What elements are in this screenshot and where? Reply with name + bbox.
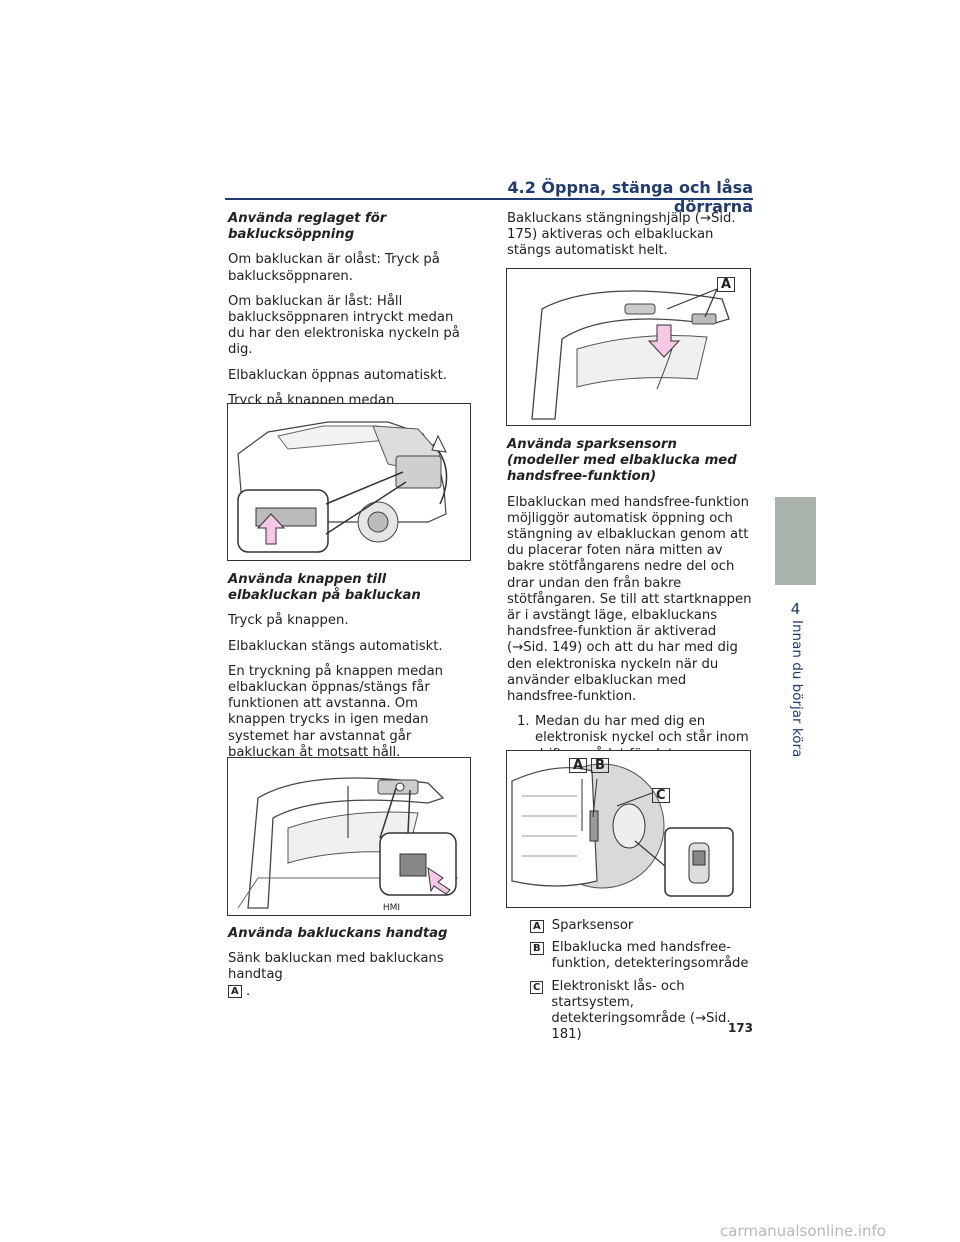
paragraph: Elbakluckan stängs automatiskt. — [228, 638, 443, 654]
legend-item: B Elbaklucka med handsfree-funktion, det… — [530, 940, 753, 972]
figure-label-b: B — [591, 758, 609, 773]
heading-tailgate-switch: Använda reglaget för baklucksöppning — [228, 211, 387, 243]
figure-label-a: A — [717, 277, 736, 292]
header-rule — [225, 198, 753, 200]
chapter-label: Innan du börjar köra — [789, 620, 805, 758]
legend-key: C — [530, 980, 544, 994]
label-badge-a: A — [228, 984, 242, 998]
watermark: carmanualsonline.info — [720, 1222, 886, 1240]
legend-text: Sparksensor — [551, 918, 634, 933]
figure-car-tailgate-opener — [227, 403, 471, 561]
tailgate-handle-illustration — [531, 288, 730, 420]
figure-code: HMI — [382, 903, 400, 913]
figure-label-a: A — [569, 758, 588, 773]
legend-text: Elektroniskt lås- och startsystem, detek… — [551, 978, 731, 1043]
right-column-top: Bakluckans stängningshjälp (→Sid. 175) a… — [507, 211, 753, 269]
list-number: 1. — [517, 714, 530, 730]
left-column-bottom: Använda bakluckans handtag Sänk baklucka… — [228, 926, 470, 1009]
legend-text: Elbaklucka med handsfree-funktion, detek… — [551, 940, 749, 972]
paragraph: Elbakluckan öppnas automatiskt. — [228, 367, 448, 383]
heading-kick-sensor: Använda sparksensorn (modeller med elbak… — [507, 437, 737, 485]
paragraph-text: Sänk bakluckan med bakluckans handtag — [228, 951, 444, 983]
kick-sensor-illustration — [511, 763, 734, 897]
figure-tailgate-button: HMI — [227, 757, 471, 916]
section-header-title: 4.2 Öppna, stänga och låsa dörrarna — [507, 178, 753, 216]
figure-tailgate-handle: A — [506, 268, 751, 426]
chapter-tab — [775, 497, 816, 585]
paragraph: Tryck på knappen. — [228, 613, 349, 629]
paragraph: Bakluckans stängningshjälp (→Sid. 175) a… — [507, 211, 736, 259]
page-number: 173 — [727, 1021, 753, 1035]
legend-item: A Sparksensor — [530, 918, 753, 934]
figure-legend: A Sparksensor B Elbaklucka med handsfree… — [530, 918, 753, 1049]
figure-kick-sensor: A B C — [506, 750, 751, 908]
legend-item: C Elektroniskt lås- och startsystem, det… — [530, 979, 753, 1044]
car-side-illustration — [237, 421, 448, 553]
paragraph: En tryckning på knappen medan elbaklucka… — [228, 663, 444, 760]
left-column-middle: Använda knappen till elbakluckan på bakl… — [228, 572, 470, 770]
figure-label-c: C — [652, 788, 670, 803]
heading-tailgate-handle: Använda bakluckans handtag — [228, 926, 448, 941]
chapter-number: 4 — [790, 600, 801, 618]
paragraph: Elbakluckan med handsfree-funktion möjli… — [507, 494, 752, 705]
heading-power-tailgate-button: Använda knappen till elbakluckan på bakl… — [228, 572, 421, 604]
paragraph: Om bakluckan är olåst: Tryck på baklucks… — [228, 252, 440, 284]
legend-key: B — [530, 942, 544, 956]
legend-key: A — [530, 920, 544, 933]
tailgate-interior-illustration — [237, 777, 458, 909]
paragraph-end: . — [245, 983, 251, 999]
paragraph: Om bakluckan är låst: Håll baklucksöppna… — [228, 293, 460, 358]
